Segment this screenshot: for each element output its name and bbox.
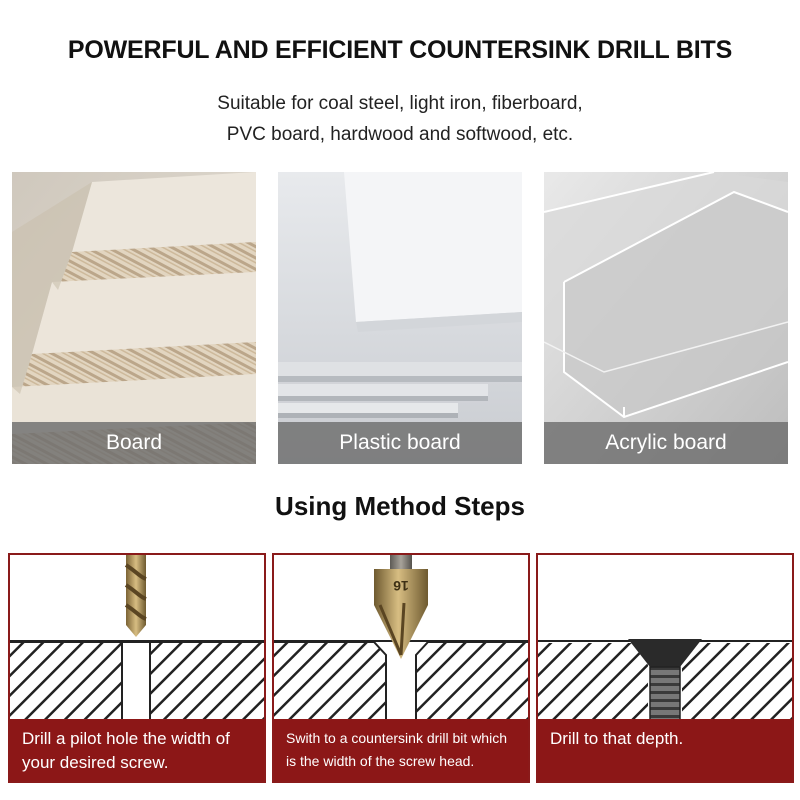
- countersink-diagram: 16: [274, 555, 528, 725]
- material-card-board: Board: [12, 172, 256, 464]
- screw-installed-diagram: [538, 639, 792, 725]
- wood-board-image: [12, 172, 256, 464]
- headline: POWERFUL AND EFFICIENT COUNTERSINK DRILL…: [67, 36, 733, 64]
- acrylic-board-image: [544, 172, 788, 464]
- material-card-plastic-board: Plastic board: [278, 172, 522, 464]
- steps-title: Using Method Steps: [275, 491, 525, 521]
- step-caption-3: Drill to that depth.: [538, 719, 792, 781]
- step-2-line-1: Swith to a countersink drill bit which: [286, 730, 507, 746]
- step-card-1: Drill a pilot hole the width of your des…: [8, 553, 266, 783]
- material-label-plastic-board: Plastic board: [278, 422, 522, 464]
- material-label-acrylic-board: Acrylic board: [544, 422, 788, 464]
- step-caption-1: Drill a pilot hole the width of your des…: [10, 719, 264, 781]
- subtitle-line-1: Suitable for coal steel, light iron, fib…: [217, 93, 583, 114]
- material-label-board: Board: [12, 422, 256, 464]
- subtitle-line-2: PVC board, hardwood and softwood, etc.: [226, 124, 574, 145]
- step-card-2: 16 Swith to a countersink drill bit whic…: [272, 553, 530, 783]
- step-caption-2: Swith to a countersink drill bit which i…: [274, 719, 528, 781]
- drill-size-marking: 16: [393, 578, 409, 594]
- step-3-line-1: Drill to that depth.: [550, 729, 684, 748]
- step-1-line-1: Drill a pilot hole the width of: [22, 729, 230, 748]
- step-2-line-2: is the width of the screw head.: [286, 753, 475, 769]
- plastic-board-image: [278, 172, 522, 464]
- step-1-line-2: your desired screw.: [22, 753, 169, 772]
- step-card-3: Drill to that depth.: [536, 553, 794, 783]
- material-card-acrylic-board: Acrylic board: [544, 172, 788, 464]
- pilot-hole-diagram: [10, 555, 264, 725]
